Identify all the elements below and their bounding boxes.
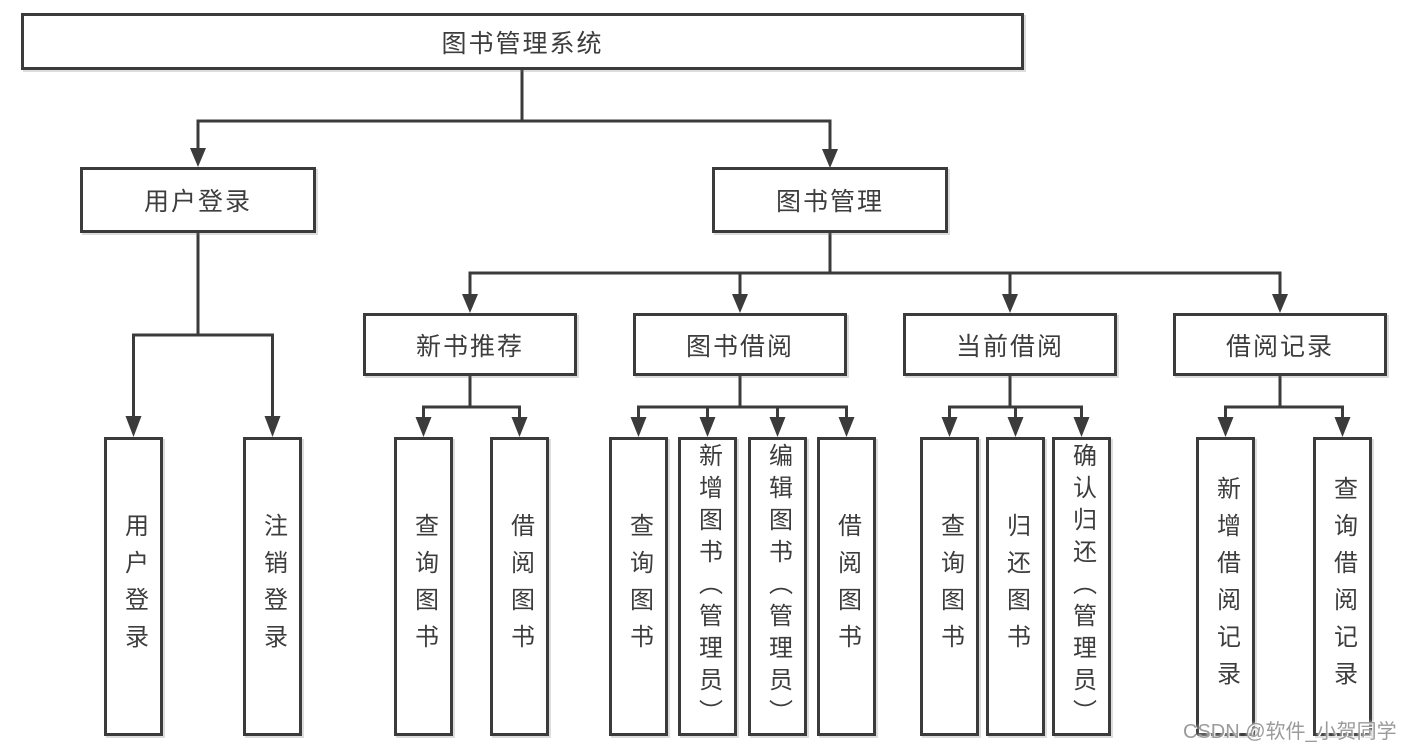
leaf-recommend-borrow-books: 借阅图书 <box>490 437 549 736</box>
leaf-edit-books-admin-label: 编辑图书（管理员） <box>764 442 792 731</box>
node-book-borrow-label: 图书借阅 <box>685 332 794 361</box>
leaf-borrow-books-label: 借阅图书 <box>833 512 861 661</box>
node-library-system: 图书管理系统 <box>21 13 1024 70</box>
leaf-add-books-admin-label: 新增图书（管理员） <box>694 442 722 731</box>
node-user-login: 用户登录 <box>80 167 316 233</box>
leaf-query-borrow-record-label: 查询借阅记录 <box>1329 475 1357 698</box>
watermark-text: CSDN @软件_小贺同学 <box>1183 721 1397 743</box>
leaf-recommend-query-books-label: 查询图书 <box>410 512 438 661</box>
node-current-borrow: 当前借阅 <box>903 313 1117 376</box>
leaf-recommend-borrow-books-label: 借阅图书 <box>506 512 534 661</box>
leaf-user-login: 用户登录 <box>104 437 163 736</box>
node-book-management-label: 图书管理 <box>775 188 884 216</box>
node-library-system-label: 图书管理系统 <box>441 29 604 58</box>
node-new-book-recommend-label: 新书推荐 <box>415 332 524 361</box>
leaf-add-borrow-record-label: 新增借阅记录 <box>1212 475 1240 698</box>
leaf-query-borrow-record: 查询借阅记录 <box>1313 437 1372 736</box>
leaf-current-query-books-label: 查询图书 <box>936 512 964 661</box>
leaf-logout-login-label: 注销登录 <box>259 512 287 661</box>
leaf-recommend-query-books: 查询图书 <box>394 437 453 736</box>
leaf-add-books-admin: 新增图书（管理员） <box>678 437 737 736</box>
node-borrow-records: 借阅记录 <box>1173 313 1387 376</box>
leaf-current-query-books: 查询图书 <box>920 437 979 736</box>
leaf-borrow-books: 借阅图书 <box>817 437 876 736</box>
leaf-borrow-query-books: 查询图书 <box>609 437 668 736</box>
leaf-return-books: 归还图书 <box>986 437 1045 736</box>
node-new-book-recommend: 新书推荐 <box>363 313 577 376</box>
node-book-management: 图书管理 <box>712 167 948 233</box>
leaf-return-books-label: 归还图书 <box>1002 512 1030 661</box>
node-book-borrow: 图书借阅 <box>633 313 847 376</box>
leaf-confirm-return-admin-label: 确认归还（管理员） <box>1068 442 1096 731</box>
leaf-user-login-label: 用户登录 <box>120 512 148 661</box>
node-borrow-records-label: 借阅记录 <box>1225 332 1334 361</box>
leaf-borrow-query-books-label: 查询图书 <box>625 512 653 661</box>
node-user-login-label: 用户登录 <box>143 188 252 216</box>
leaf-confirm-return-admin: 确认归还（管理员） <box>1052 437 1111 736</box>
leaf-logout-login: 注销登录 <box>243 437 302 736</box>
leaf-add-borrow-record: 新增借阅记录 <box>1196 437 1255 736</box>
leaf-edit-books-admin: 编辑图书（管理员） <box>748 437 807 736</box>
node-current-borrow-label: 当前借阅 <box>955 332 1064 361</box>
